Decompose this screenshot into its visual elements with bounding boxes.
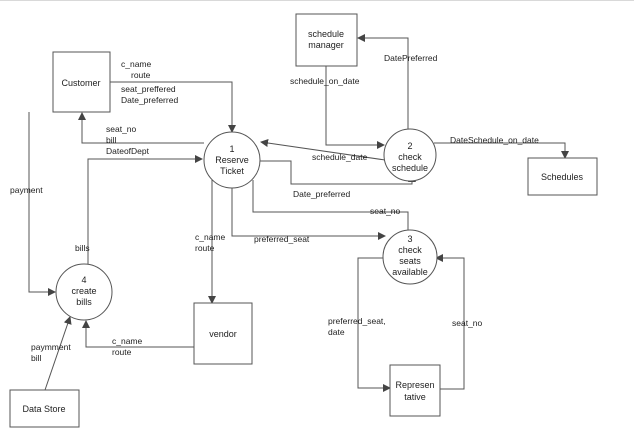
flow-seat-no-right [435, 254, 465, 390]
flow-customer-to-reserve [110, 81, 236, 133]
check-seats-num: 3 [407, 234, 412, 244]
flow-label-dateofdept: DateofDept [106, 146, 150, 156]
create-bills-process[interactable] [55, 263, 113, 321]
flow-label-preferred-seat-comma: preferred_seat, [328, 316, 386, 326]
schedule-manager-label-1: schedule [308, 29, 344, 39]
reserve-ticket-process[interactable] [203, 131, 261, 189]
flow-label-route-2: route [195, 243, 215, 253]
vendor-label: vendor [209, 329, 237, 339]
schedule-manager-label-2: manager [308, 40, 344, 50]
flow-preferred-seat-date [357, 257, 391, 392]
flow-vendor-to-bills [82, 320, 194, 348]
flow-label-payment: payment [10, 185, 43, 195]
representative-entity[interactable] [389, 364, 441, 417]
check-schedule-process[interactable] [383, 128, 437, 182]
flow-label-route-1: route [131, 70, 151, 80]
flow-label-preferred-seat: preferred_seat [254, 234, 310, 244]
flow-bills [87, 155, 203, 266]
schedules-entity[interactable] [527, 157, 598, 196]
flow-payment [28, 112, 56, 296]
customer-entity[interactable] [52, 51, 111, 113]
check-seats-label-3: available [392, 267, 428, 277]
create-bills-num: 4 [81, 275, 86, 285]
flow-date-preferred-top [357, 34, 409, 130]
flow-seat-no-mid [252, 180, 409, 231]
create-bills-label-2: bills [76, 297, 92, 307]
flow-label-bills: bills [75, 243, 90, 253]
check-seats-label-1: check [398, 245, 422, 255]
check-schedule-label-1: check [398, 152, 422, 162]
flow-lines [28, 34, 569, 392]
flow-label-date: date [328, 327, 345, 337]
top-border [0, 0, 634, 1]
flow-date-schedule-on-date [434, 142, 569, 159]
schedule-manager-entity[interactable] [295, 13, 358, 67]
reserve-ticket-num: 1 [229, 144, 234, 154]
flow-label-dateschedule-on-date: DateSchedule_on_date [450, 135, 539, 145]
flow-label-c-name-3: c_name [112, 336, 143, 346]
flow-label-schedule-on-date: schedule_on_date [290, 76, 360, 86]
check-seats-label-2: seats [399, 256, 421, 266]
check-schedule-num: 2 [407, 141, 412, 151]
customer-label: Customer [61, 78, 100, 88]
data-store-entity[interactable] [9, 389, 80, 428]
flow-label-bill-1: bill [106, 135, 117, 145]
flow-paymment-bill [44, 316, 72, 391]
check-seats-process[interactable] [382, 229, 438, 285]
flow-schedule-on-date [325, 66, 385, 149]
flow-label-date-preferred-2: Date_preferred [293, 189, 350, 199]
flow-reserve-to-customer [78, 112, 204, 144]
flow-label-date-preferred-1: Date_preferred [121, 95, 178, 105]
flow-label-schedule-date: schedule_date [312, 152, 368, 162]
flow-label-c-name-1: c_name [121, 59, 152, 69]
flow-label-seat-no-1: seat_no [106, 124, 137, 134]
flow-preferred-seat [231, 180, 386, 240]
vendor-entity[interactable] [193, 302, 253, 365]
check-schedule-label-2: schedule [392, 163, 428, 173]
flow-label-datepreferred: DatePreferred [384, 53, 438, 63]
data-store-label: Data Store [22, 404, 65, 414]
representative-label-2: tative [404, 392, 426, 402]
representative-label-1: Represen [395, 380, 434, 390]
create-bills-label-1: create [71, 286, 96, 296]
flow-label-seat-no-2: seat_no [370, 206, 401, 216]
flow-label-bill-2: bill [31, 353, 42, 363]
reserve-ticket-label-2: Ticket [220, 166, 244, 176]
flow-schedule-date [260, 139, 386, 161]
schedules-label: Schedules [541, 172, 584, 182]
flow-label-route-3: route [112, 347, 132, 357]
flow-label-paymment: paymment [31, 342, 71, 352]
flow-label-seat-no-3: seat_no [452, 318, 483, 328]
flow-label-c-name-2: c_name [195, 232, 226, 242]
flow-label-seat-preffered: seat_preffered [121, 84, 176, 94]
reserve-ticket-label-1: Reserve [215, 155, 249, 165]
